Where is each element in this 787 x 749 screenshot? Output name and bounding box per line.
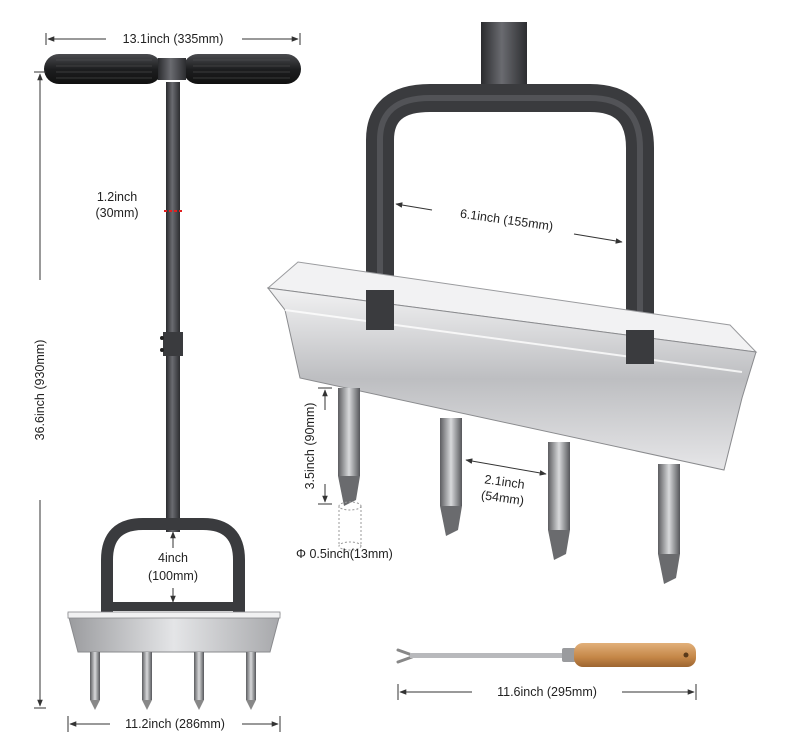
frame-inner-width-label: 6.1inch (155mm) — [459, 207, 554, 234]
frame-crossbar — [112, 602, 234, 611]
tool-rod — [410, 653, 566, 658]
right-grip — [183, 54, 301, 84]
tine-length-dimension: 3.5inch (90mm) — [303, 387, 332, 505]
tine-length-label: 3.5inch (90mm) — [303, 403, 317, 490]
u-frame — [101, 518, 245, 620]
tine-spacing-label-1: 2.1inch — [484, 472, 526, 491]
frame-height-label-1: 4inch — [158, 551, 188, 565]
shaft-connector — [163, 332, 183, 356]
full-aerator-view: 13.1inch (335mm) 1.2inch (30mm) 36.6inch… — [33, 32, 301, 732]
tool-wood-handle — [574, 643, 696, 667]
shaft-diameter-label-1: 1.2inch — [97, 190, 137, 204]
handle-joint — [158, 58, 186, 80]
frame-height-label-2: (100mm) — [148, 569, 198, 583]
total-height-label: 36.6inch (930mm) — [33, 340, 47, 441]
tray — [67, 613, 281, 653]
tool-ferrule — [562, 648, 576, 662]
tine-diameter-indicator — [338, 501, 362, 551]
frame-height-dimension: 4inch (100mm) — [148, 531, 198, 603]
shaft-diameter-label-2: (30mm) — [95, 206, 138, 220]
handle-width-label: 13.1inch (335mm) — [123, 32, 224, 46]
grip-texture — [56, 59, 290, 79]
weeder-tool: 11.6inch (295mm) — [396, 643, 697, 700]
closeup-tines — [338, 388, 680, 584]
tine-spacing-label-2: (54mm) — [480, 488, 525, 508]
left-grip — [44, 54, 162, 84]
tines — [90, 652, 256, 710]
shaft — [166, 82, 180, 532]
closeup-view: Φ 0.5inch(13mm) 6.1inch (155mm) 3.5inch … — [266, 22, 758, 584]
frame-inner-width-dimension: 6.1inch (155mm) — [395, 202, 623, 244]
tine-spacing-dimension: 2.1inch (54mm) — [465, 458, 547, 508]
base-width-label: 11.2inch (286mm) — [125, 717, 225, 731]
base-width-dimension: 11.2inch (286mm) — [67, 716, 281, 732]
handle-width-dimension: 13.1inch (335mm) — [45, 32, 301, 46]
total-height-dimension: 36.6inch (930mm) — [33, 71, 47, 709]
tool-fork-tip — [396, 648, 414, 664]
tine-diameter-label: Φ 0.5inch(13mm) — [296, 547, 393, 561]
tool-length-label: 11.6inch (295mm) — [497, 685, 597, 699]
